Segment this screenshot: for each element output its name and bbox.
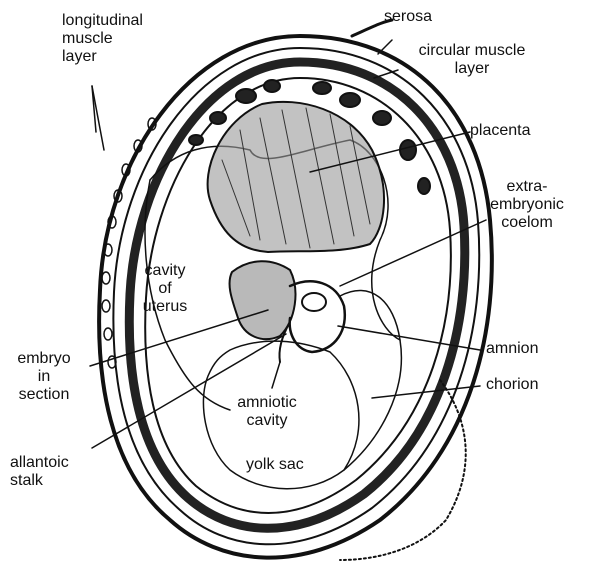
label-allantoic-stalk: allantoic stalk — [10, 454, 69, 490]
label-amniotic-cavity: amniotic cavity — [222, 394, 312, 430]
amnion-membrane — [290, 281, 345, 352]
label-serosa: serosa — [384, 8, 432, 26]
embryo-vesicle — [302, 293, 326, 311]
label-longitudinal-muscle-layer: longitudinal muscle layer — [62, 12, 143, 66]
label-yolk-sac: yolk sac — [246, 456, 304, 474]
label-circular-muscle-layer: circular muscle layer — [402, 42, 542, 78]
label-cavity-of-uterus: cavity of uterus — [130, 262, 200, 316]
label-embryo-in-section: embryo in section — [8, 350, 80, 404]
label-placenta: placenta — [470, 122, 531, 140]
embryo-tissue — [230, 261, 296, 339]
label-amnion: amnion — [486, 340, 538, 358]
label-chorion: chorion — [486, 376, 538, 394]
label-extra-embryonic-coelom: extra- embryonic coelom — [482, 178, 572, 232]
